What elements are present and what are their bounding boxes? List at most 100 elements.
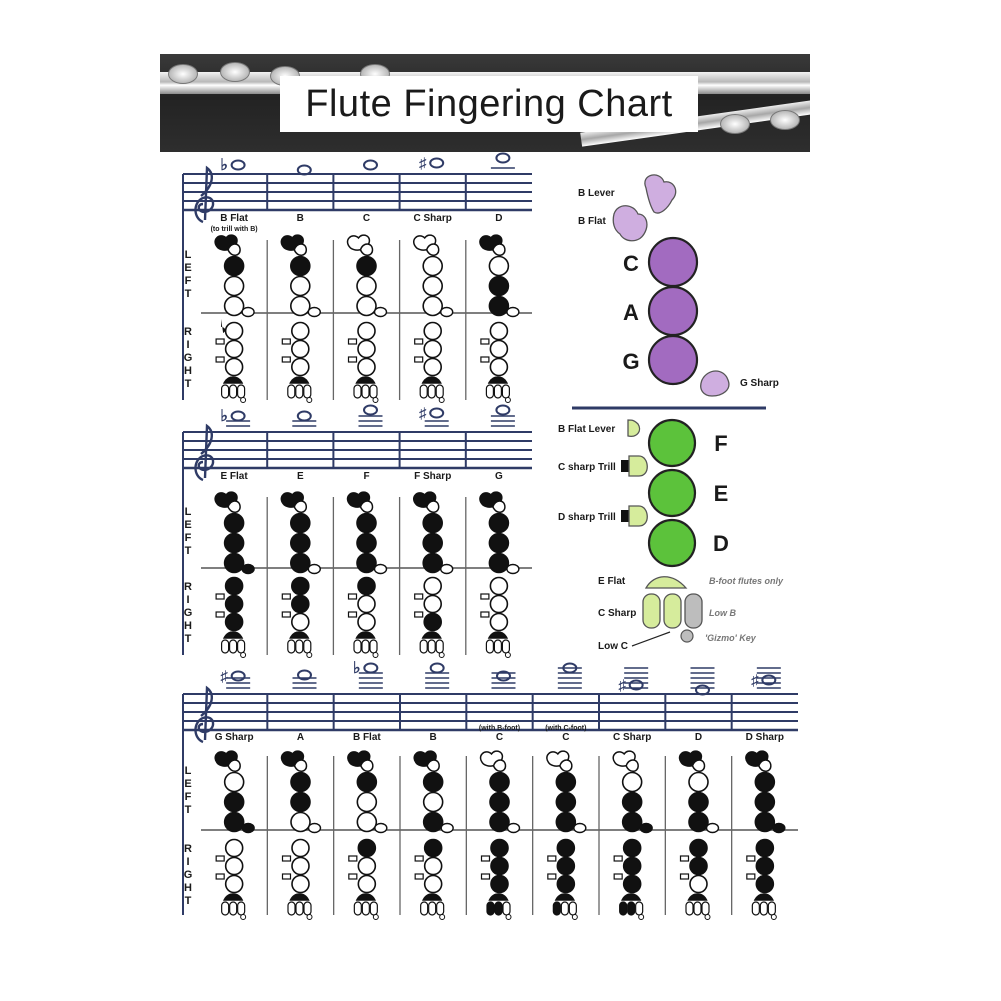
note-head-icon bbox=[230, 410, 246, 422]
note-subtitle: (with B-foot) bbox=[479, 725, 520, 732]
right-tone-hole-icon bbox=[423, 856, 443, 876]
right-tone-hole-icon bbox=[357, 321, 376, 341]
d-sharp-trill-key-icon bbox=[628, 505, 648, 527]
foot-key-icon bbox=[751, 901, 760, 916]
trill-key-icon bbox=[414, 593, 424, 600]
note-name: C bbox=[496, 732, 503, 743]
foot-key-icon bbox=[685, 901, 694, 916]
gizmo-key-icon bbox=[306, 652, 313, 658]
note-head-icon bbox=[230, 670, 246, 682]
left-b-lever-key-icon bbox=[559, 759, 573, 772]
note-column: D bbox=[664, 667, 720, 920]
sharp-sign-icon: ♯ bbox=[220, 668, 228, 685]
trill-key-icon bbox=[480, 611, 490, 618]
e-flat-key-icon bbox=[355, 631, 376, 639]
left-tone-hole-icon bbox=[488, 275, 510, 297]
left-tone-hole-icon bbox=[422, 295, 444, 317]
g-sharp-key-icon bbox=[307, 822, 322, 834]
g-sharp-key-icon bbox=[440, 563, 454, 575]
g-sharp-key-icon bbox=[241, 822, 255, 834]
row-label-letter: F bbox=[185, 532, 192, 544]
foot-key-icon bbox=[361, 901, 370, 916]
note-column: B bbox=[399, 662, 454, 920]
b-flat-lever-key-icon bbox=[627, 419, 641, 437]
right-tone-hole-icon bbox=[490, 838, 509, 858]
row-label-letter: E bbox=[184, 519, 191, 531]
note-column: ♯C Sharp bbox=[398, 155, 454, 403]
row-label-letter: R bbox=[184, 843, 192, 855]
trill-key-icon bbox=[480, 356, 490, 363]
c-key-label: C bbox=[623, 251, 639, 276]
g-sharp-key-icon bbox=[772, 822, 786, 834]
left-b-lever-key-icon bbox=[293, 759, 308, 772]
row-label-letter: E bbox=[184, 778, 191, 790]
trill-key-icon bbox=[414, 338, 424, 345]
note-head-icon bbox=[363, 662, 379, 674]
left-tone-hole-icon bbox=[489, 791, 510, 813]
note-head-icon bbox=[761, 674, 777, 686]
right-tone-hole-icon bbox=[357, 838, 377, 858]
c-sharp-trill-label: C sharp Trill bbox=[558, 462, 616, 473]
left-b-lever-key-icon bbox=[227, 759, 241, 772]
gizmo-key-icon bbox=[704, 914, 711, 920]
note-name: C Sharp bbox=[613, 732, 651, 743]
g-sharp-key-icon bbox=[241, 306, 255, 318]
foot-key-icon bbox=[221, 901, 230, 916]
left-b-lever-key-icon bbox=[625, 759, 639, 772]
g-sharp-key-icon bbox=[639, 822, 653, 834]
g-sharp-key-icon bbox=[374, 822, 388, 834]
trill-key-icon bbox=[281, 338, 291, 345]
e-key-icon bbox=[647, 468, 697, 518]
left-b-lever-key-icon bbox=[359, 500, 374, 513]
left-tone-hole-icon bbox=[290, 771, 311, 793]
trill-key-icon bbox=[348, 855, 358, 862]
gizmo-key-icon bbox=[504, 652, 511, 658]
foot-key-icon bbox=[568, 901, 577, 916]
right-tone-hole-icon bbox=[357, 339, 376, 359]
row-label-letter: I bbox=[186, 339, 189, 351]
right-tone-hole-icon bbox=[423, 357, 443, 377]
right-tone-hole-icon bbox=[489, 321, 509, 341]
e-flat-key-icon bbox=[421, 376, 442, 384]
e-flat-key-icon bbox=[487, 376, 509, 384]
foot-key-icon bbox=[501, 639, 510, 654]
e-flat-key-icon bbox=[222, 631, 244, 639]
row-label-letter: T bbox=[185, 804, 192, 816]
foot-key-icon bbox=[693, 901, 702, 916]
left-tone-hole-icon bbox=[223, 295, 245, 317]
row-label-letter: G bbox=[184, 352, 193, 364]
right-tone-hole-icon bbox=[755, 856, 775, 876]
left-tone-hole-icon bbox=[555, 791, 577, 813]
right-tone-hole-icon bbox=[224, 357, 244, 377]
trill-key-icon bbox=[746, 873, 756, 880]
trill-key-icon bbox=[215, 593, 225, 600]
g-key-label: G bbox=[622, 349, 639, 374]
foot-key-icon bbox=[369, 639, 378, 654]
trill-key-icon bbox=[215, 356, 225, 363]
foot-key-icon bbox=[295, 901, 304, 916]
note-head-icon bbox=[230, 159, 246, 171]
right-tone-hole-icon bbox=[290, 576, 310, 596]
gizmo-key-icon bbox=[240, 914, 247, 920]
right-tone-hole-icon bbox=[224, 594, 244, 614]
e-flat-label: E Flat bbox=[598, 576, 626, 587]
e-flat-key-icon bbox=[355, 376, 376, 384]
left-tone-hole-icon bbox=[488, 532, 510, 554]
e-flat-key-icon bbox=[289, 631, 310, 639]
gizmo-key-icon bbox=[372, 397, 379, 403]
flute-key-image bbox=[720, 114, 750, 134]
note-head-icon bbox=[296, 164, 312, 176]
note-column: C(with C-foot) bbox=[531, 662, 587, 920]
left-tone-hole-icon bbox=[422, 791, 444, 813]
foot-key-icon bbox=[361, 639, 370, 654]
g-sharp-key-icon bbox=[373, 306, 388, 318]
trill-key-icon bbox=[679, 873, 690, 880]
b-flat-key-icon bbox=[612, 205, 648, 242]
right-tone-hole-icon bbox=[291, 838, 310, 858]
right-tone-hole-icon bbox=[490, 874, 509, 894]
gizmo-key-icon bbox=[372, 914, 379, 920]
right-tone-hole-icon bbox=[423, 594, 443, 614]
